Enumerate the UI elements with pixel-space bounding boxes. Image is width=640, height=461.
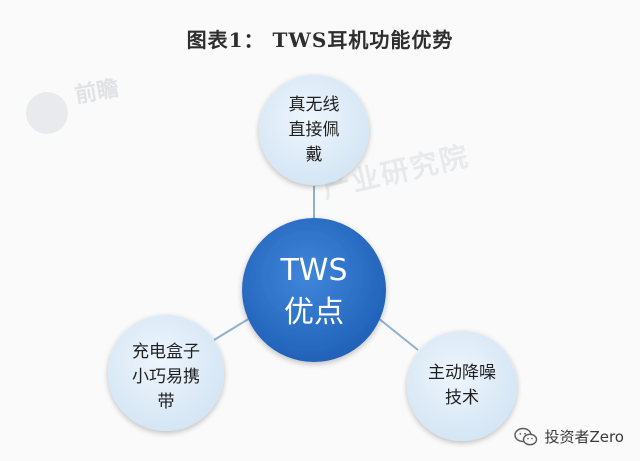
node-charging-case-line3: 带 <box>158 392 175 412</box>
footer-attribution: 投资者Zero <box>514 426 624 447</box>
connector-right <box>377 317 419 351</box>
connector-left <box>213 314 256 341</box>
watermark-logo <box>26 92 68 134</box>
node-true-wireless-line3: 戴 <box>306 145 323 165</box>
center-label-advantages: 优点 <box>284 295 344 330</box>
center-label-tws: TWS <box>279 253 347 288</box>
node-true-wireless-line2: 直接佩 <box>289 120 340 140</box>
wechat-icon <box>514 427 538 445</box>
node-charging-case: 充电盒子 小巧易携 带 <box>108 315 224 431</box>
node-tws-center: TWS 优点 <box>242 218 386 362</box>
node-active-noise-cancelling: 主动降噪 技术 <box>407 331 517 441</box>
footer-label: 投资者Zero <box>544 428 624 446</box>
node-true-wireless: 真无线 直接佩 戴 <box>259 75 369 185</box>
diagram-title: 图表1： TWS耳机功能优势 <box>186 28 454 52</box>
node-anc-line2: 技术 <box>445 388 479 408</box>
node-anc-line1: 主动降噪 <box>428 363 496 383</box>
node-charging-case-line1: 充电盒子 <box>132 342 200 362</box>
node-charging-case-line2: 小巧易携 <box>132 367 200 387</box>
node-true-wireless-line1: 真无线 <box>289 95 340 115</box>
